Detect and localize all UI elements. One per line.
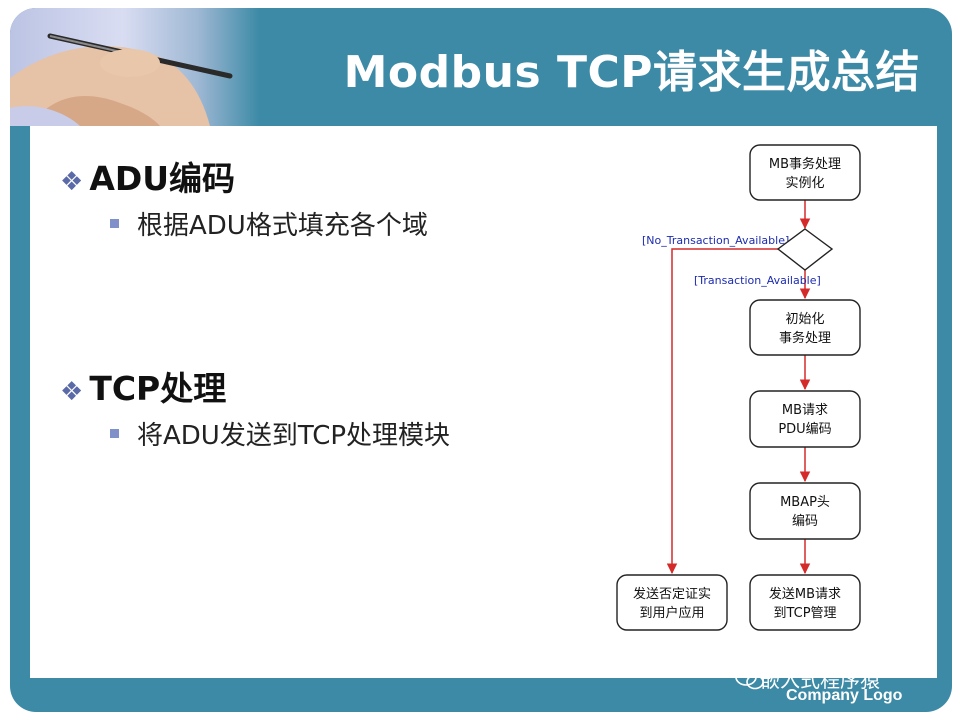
node-instantiate: MB事务处理 实例化 [750,145,860,200]
node-negative-confirm: 发送否定证实 到用户应用 [617,575,727,630]
node-pdu-line1: MB请求 [782,403,828,418]
node-mbap-line1: MBAP头 [780,495,830,510]
node-pdu-encode: MB请求 PDU编码 [750,391,860,447]
company-logo-text: Company Logo [786,687,902,705]
node-mbap-encode: MBAP头 编码 [750,483,860,539]
node-negative-line2: 到用户应用 [639,605,704,621]
node-send-line1: 发送MB请求 [769,586,841,602]
node-instantiate-line1: MB事务处理 [769,156,841,172]
node-send-line2: 到TCP管理 [773,606,836,621]
node-init: 初始化 事务处理 [750,300,860,355]
node-send-request: 发送MB请求 到TCP管理 [750,575,860,630]
node-instantiate-line2: 实例化 [785,176,824,191]
guard-no-transaction: [No_Transaction_Available] [642,234,789,247]
node-init-line2: 事务处理 [779,330,831,346]
node-pdu-line2: PDU编码 [778,422,831,437]
guard-transaction-available: [Transaction_Available] [694,274,821,287]
node-mbap-line2: 编码 [792,514,818,529]
node-init-line1: 初始化 [785,312,824,327]
node-negative-line1: 发送否定证实 [633,586,711,602]
